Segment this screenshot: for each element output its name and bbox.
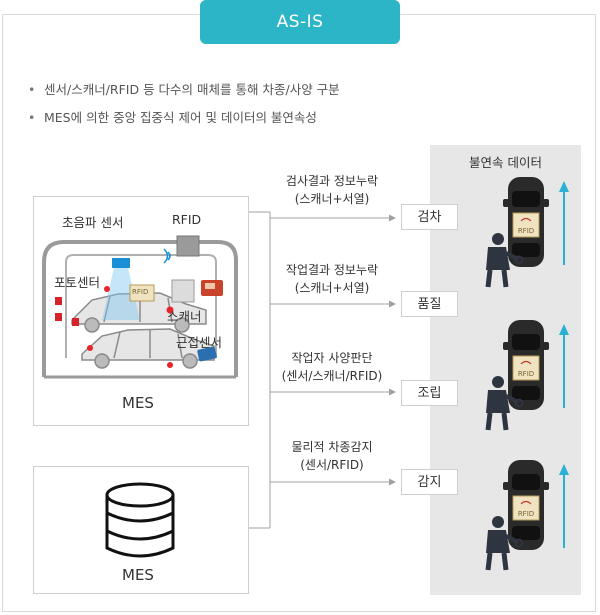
flow-label-4: 물리적 차종감지 (센서/RFID): [270, 438, 394, 474]
connector-arrowheads: [389, 214, 396, 486]
flow-label-2-line1: 작업결과 정보누락: [285, 263, 379, 277]
flow-label-1-line2: (스캐너+서열): [294, 192, 370, 206]
panel-title: 불연속 데이터: [469, 155, 542, 170]
car-unit-3: RFID: [485, 460, 569, 571]
stage-assembly: 조립: [401, 380, 458, 406]
car-top-view-icon: RFID: [503, 320, 549, 410]
factory-illustration: [42, 240, 238, 379]
car-body-2: [81, 328, 215, 369]
car-rfid-tag-label: RFID: [518, 510, 534, 518]
label-rfid: RFID: [172, 212, 202, 227]
database-mes-label: MES: [122, 566, 154, 584]
bullet-list: 센서/스캐너/RFID 등 다수의 매체를 통해 차종/사양 구분 MES에 의…: [28, 80, 340, 136]
page-title: AS-IS: [200, 0, 400, 44]
worker-icon: [485, 376, 524, 431]
flow-label-1-line1: 검사결과 정보누락: [285, 174, 379, 188]
database-box: [33, 466, 249, 594]
factory-mes-label: MES: [122, 394, 154, 412]
worker-icon: [485, 233, 524, 288]
stage-inspection: 검차: [401, 204, 458, 230]
car-rfid-tag-label: RFID: [518, 370, 534, 378]
up-arrow-icon: [559, 181, 569, 192]
database-icon: [105, 482, 175, 558]
stage-detection: 감지: [401, 469, 458, 495]
label-proximity-sensor: 근접센서: [176, 335, 223, 350]
bullet-item-2: MES에 의한 중앙 집중식 제어 및 데이터의 불연속성: [28, 108, 340, 136]
ultrasonic-beam: [102, 268, 140, 320]
flow-label-3: 작업자 사양판단 (센서/스캐너/RFID): [266, 349, 398, 385]
flow-label-2-line2: (스캐너+서열): [294, 281, 370, 295]
connector-lines: [249, 211, 390, 529]
proximity-sensor-icon: [197, 346, 217, 362]
flow-label-3-line1: 작업자 사양판단: [291, 351, 373, 365]
scanner-screen-icon: [171, 279, 195, 303]
up-arrow-icon: [559, 464, 569, 475]
bullet-item-1: 센서/스캐너/RFID 등 다수의 매체를 통해 차종/사양 구분: [28, 80, 340, 108]
photo-sensor-icon: [55, 297, 79, 326]
flow-label-3-line2: (센서/스캐너/RFID): [281, 369, 383, 383]
label-rfid-tag: RFID: [132, 288, 149, 296]
up-arrow-icon: [559, 324, 569, 335]
stage-quality: 품질: [401, 291, 458, 317]
ultrasonic-sensor-icon: [112, 258, 130, 268]
rfid-reader-icon: [163, 235, 200, 264]
label-photo-sensor: 포토센터: [54, 275, 101, 290]
label-scanner: 스캐너: [167, 309, 202, 324]
rfid-tag-card: [129, 284, 155, 302]
sensor-dots: [87, 286, 174, 368]
flow-label-2: 작업결과 정보누락 (스캐너+서열): [270, 261, 394, 297]
car-unit-2: RFID: [485, 320, 569, 431]
flow-label-4-line1: 물리적 차종감지: [291, 440, 373, 454]
label-ultrasonic-sensor: 초음파 센서: [62, 215, 124, 230]
flow-label-4-line2: (센서/RFID): [300, 458, 364, 472]
car-top-view-icon: RFID: [503, 177, 549, 267]
flow-label-1: 검사결과 정보누락 (스캐너+서열): [270, 172, 394, 208]
car-unit-1: RFID: [485, 177, 569, 288]
scanner-icon: [201, 280, 223, 296]
worker-icon: [485, 516, 524, 571]
car-top-view-icon: RFID: [503, 460, 549, 550]
car-rfid-tag-label: RFID: [518, 227, 534, 235]
